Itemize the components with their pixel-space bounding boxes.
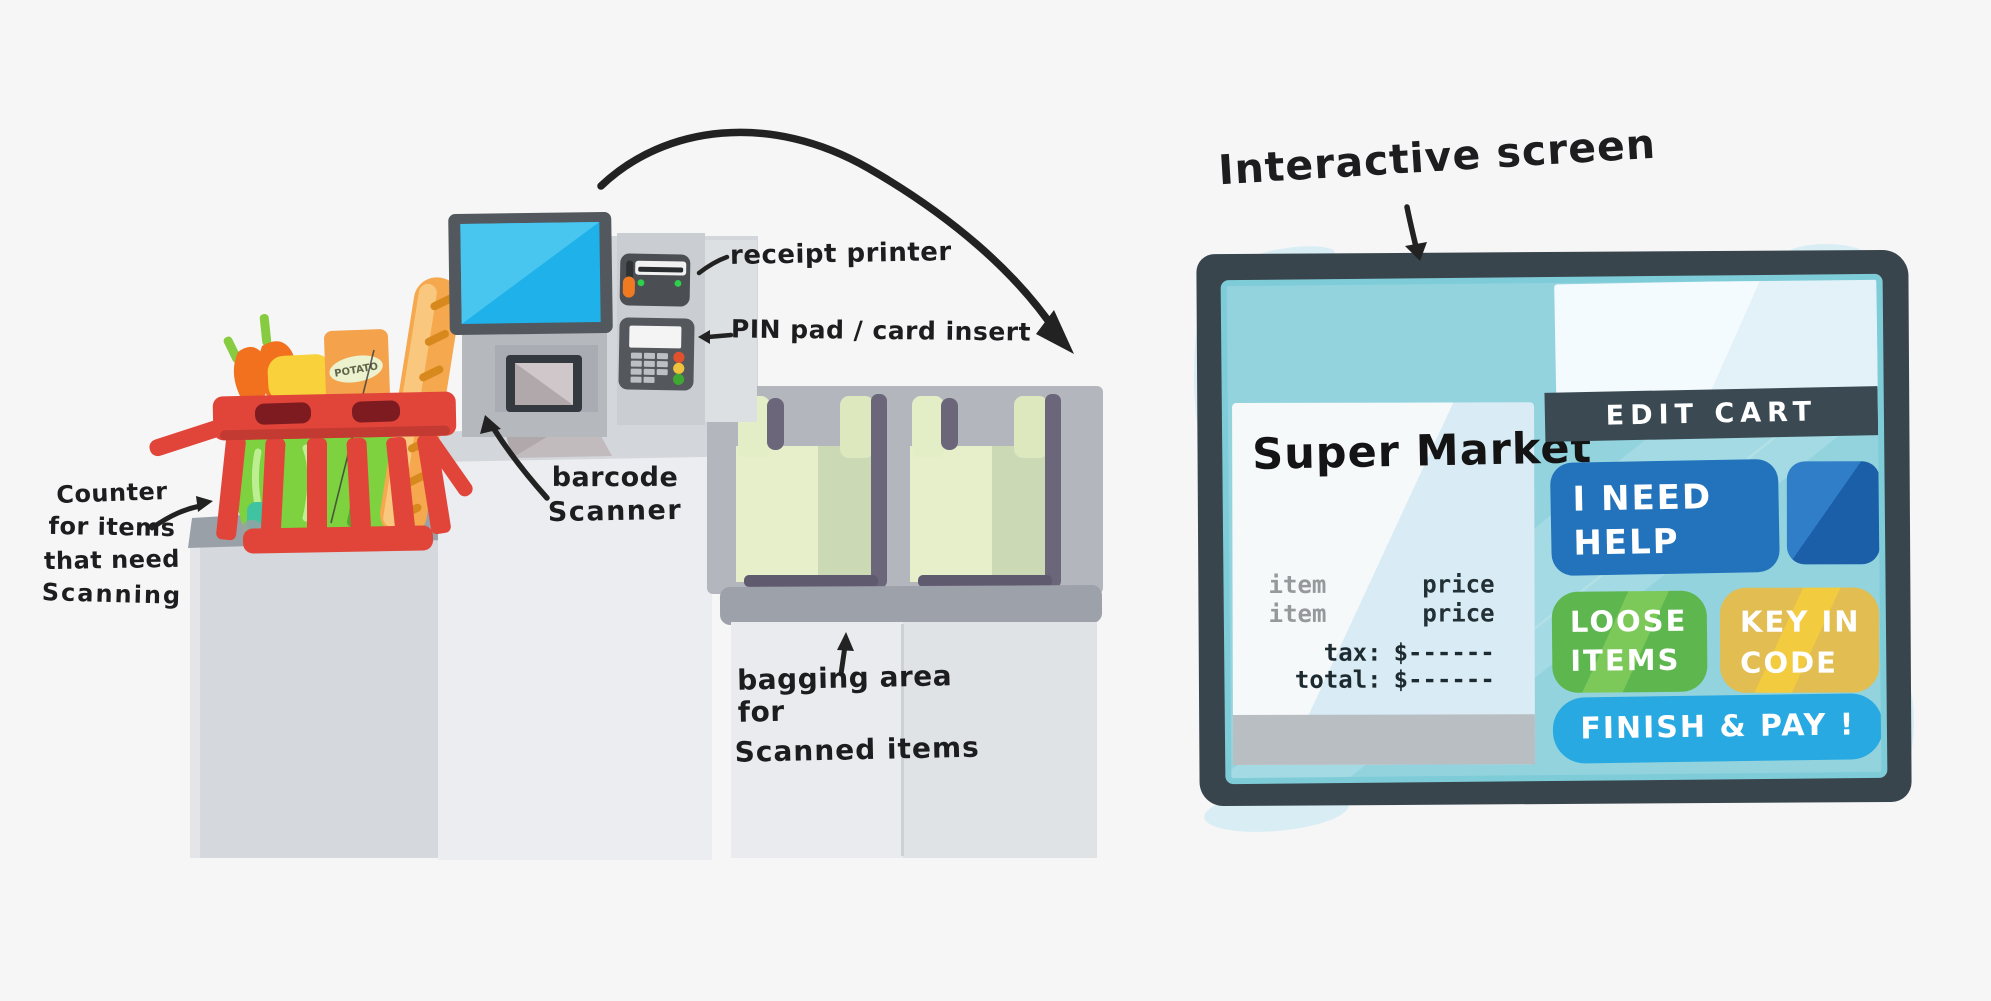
receipt-panel: Super Market item price item price tax: xyxy=(1232,402,1593,766)
bagging-unit xyxy=(707,386,1103,858)
kiosk-tower xyxy=(436,236,762,860)
interactive-screen-mockup: Super Market item price item price tax: xyxy=(1196,249,1912,807)
printer-led xyxy=(674,280,682,287)
enter-key[interactable] xyxy=(672,373,685,385)
counter-front xyxy=(190,538,442,858)
printer-leader-line xyxy=(696,254,730,276)
annotation-line: bagging area for xyxy=(736,659,953,729)
cancel-key[interactable] xyxy=(673,351,685,364)
plastic-bag xyxy=(736,394,887,588)
item-cell: item xyxy=(1268,570,1327,599)
printer-led xyxy=(637,279,645,287)
annotation-line: Scanning xyxy=(41,577,183,610)
yellow-produce xyxy=(267,354,333,402)
scanning-counter xyxy=(188,503,444,858)
blank-blue-button[interactable] xyxy=(1786,461,1880,565)
monitor xyxy=(448,211,613,336)
interactive-screen-annotation: Interactive screen xyxy=(1216,119,1658,195)
price-cell: price xyxy=(1422,599,1495,628)
loose-items-button[interactable]: LOOSE ITEMS xyxy=(1551,590,1708,694)
monitor-bezel xyxy=(448,211,613,336)
key-in-code-button[interactable]: KEY IN CODE xyxy=(1719,587,1880,693)
receipt-slot xyxy=(635,260,687,276)
store-name: Super Market xyxy=(1251,423,1593,480)
tax-value: $------ xyxy=(1393,638,1495,667)
interactive-arrow xyxy=(1404,204,1419,250)
scanner-bed xyxy=(500,412,612,458)
bagging-shelf xyxy=(719,585,1103,625)
annotation-line: that need xyxy=(43,545,181,576)
total-line: total: $------ xyxy=(1243,665,1495,694)
pin-pad-annotation: PIN pad / card insert xyxy=(730,314,1032,347)
bag-handle xyxy=(767,398,784,450)
receipt-printer-annotation: receipt printer xyxy=(729,237,952,271)
scanner-window xyxy=(515,363,573,405)
edit-cart-label: EDIT CART xyxy=(1605,396,1818,432)
basket-handle-left xyxy=(149,416,235,457)
clear-key[interactable] xyxy=(673,362,685,374)
tax-label: tax: xyxy=(1323,638,1382,667)
pin-pad-keys[interactable] xyxy=(630,352,668,384)
kiosk-devices xyxy=(448,211,757,437)
pin-pad-display xyxy=(629,325,682,349)
screen-white-panel xyxy=(1554,278,1879,397)
counter-top xyxy=(188,503,444,548)
monitor-stand xyxy=(462,325,607,437)
total-value: $------ xyxy=(1393,665,1495,694)
annotation-line: barcode xyxy=(551,462,679,493)
edit-cart-header[interactable]: EDIT CART xyxy=(1544,386,1879,442)
barcode-scanner xyxy=(495,345,598,412)
receipt-rows: item price item price xyxy=(1268,570,1494,629)
annotation-line: Counter xyxy=(55,477,169,509)
bagging-annotation: bagging area for Scanned items xyxy=(734,659,999,777)
finish-pay-button[interactable]: FINISH & PAY ! xyxy=(1552,692,1884,764)
annotation-line: Scanner xyxy=(547,494,683,529)
item-cell: item xyxy=(1268,599,1327,628)
lettuce xyxy=(233,436,430,544)
device-panel xyxy=(617,233,705,425)
tower-counter-top xyxy=(436,422,762,462)
touch-screen: Super Market item price item price tax: xyxy=(1220,273,1888,785)
receipt-printer xyxy=(619,253,691,307)
baguette xyxy=(379,277,461,537)
pin-pad[interactable] xyxy=(618,317,695,391)
price-cell: price xyxy=(1422,570,1495,599)
barcode-annotation: barcode Scanner xyxy=(540,462,690,530)
need-help-button[interactable]: I NEED HELP xyxy=(1549,458,1780,577)
annotation-line: Scanned items xyxy=(734,731,981,770)
monitor-screen xyxy=(460,222,601,324)
monitor-to-screen-arrow xyxy=(597,128,1060,336)
receipt-row: item price xyxy=(1268,570,1494,599)
receipt-row: item price xyxy=(1269,599,1495,628)
plastic-bag xyxy=(910,394,1061,588)
basket-rim xyxy=(212,391,457,441)
pinpad-arrow xyxy=(705,332,734,340)
bag-rack-panel xyxy=(707,386,1103,594)
potato-bag-label: POTATO xyxy=(334,361,379,380)
tax-line: tax: $------ xyxy=(1243,638,1495,667)
counter-annotation: Counter for items that need Scanning xyxy=(22,477,202,614)
potato-bag: POTATO xyxy=(324,329,390,403)
total-label: total: xyxy=(1294,665,1382,694)
basket-handle-right xyxy=(424,434,473,497)
printer-lever xyxy=(622,276,635,298)
carrots xyxy=(223,313,297,406)
receipt-footer-strip xyxy=(1232,714,1535,766)
screen-frame: Super Market item price item price tax: xyxy=(1196,249,1912,807)
annotation-line: for items xyxy=(48,511,176,542)
